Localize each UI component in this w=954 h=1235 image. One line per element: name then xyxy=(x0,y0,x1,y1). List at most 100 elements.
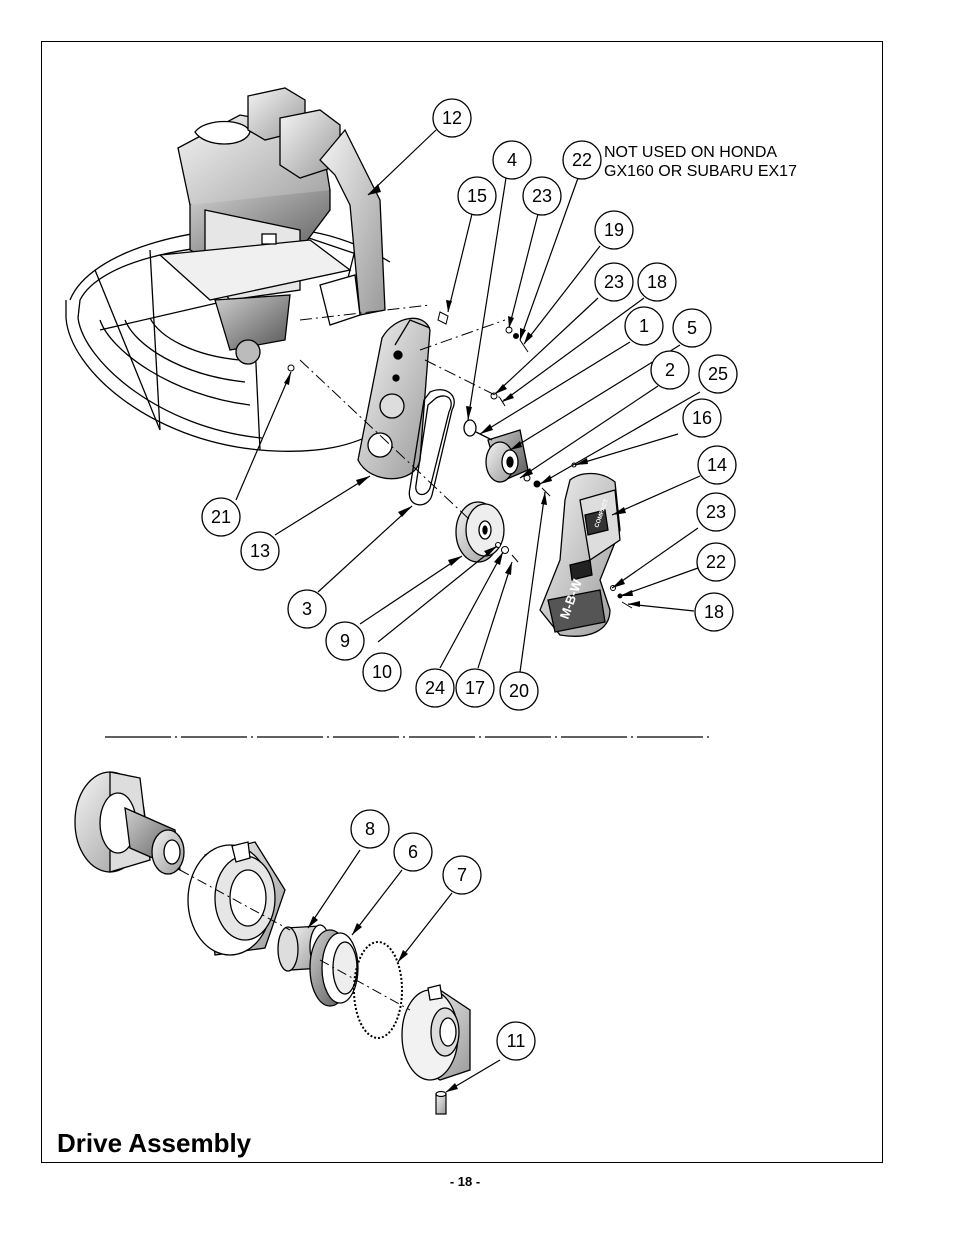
callout-label: 19 xyxy=(604,220,624,240)
callout-23: 23 xyxy=(522,176,562,216)
callout-circle xyxy=(697,445,737,485)
callout-circle xyxy=(442,855,482,895)
callout-circle xyxy=(594,262,634,302)
callout-label: 23 xyxy=(604,272,624,292)
leader-arrows xyxy=(284,184,640,1092)
callout-18: 18 xyxy=(694,592,734,632)
driven-pulley xyxy=(455,501,505,563)
callout-label: 11 xyxy=(507,1031,526,1051)
callout-circle xyxy=(624,306,664,346)
center-lines-lower xyxy=(179,869,411,1011)
callout-circle xyxy=(201,497,241,537)
callout-circle xyxy=(637,262,677,302)
callout-15: 15 xyxy=(457,176,497,216)
callout-label: 7 xyxy=(457,865,467,885)
callout-3: 3 xyxy=(287,589,327,629)
v-belt xyxy=(408,389,455,506)
leader-lines xyxy=(235,129,701,1093)
page-title: Drive Assembly xyxy=(57,1128,252,1158)
callout-circle xyxy=(350,809,390,849)
callout-circle xyxy=(455,668,495,708)
callout-circle xyxy=(325,621,365,661)
callout-label: 14 xyxy=(707,455,727,475)
callout-25: 25 xyxy=(698,354,738,394)
callout-circle xyxy=(457,176,497,216)
callout-5: 5 xyxy=(672,308,712,348)
callout-label: 9 xyxy=(340,631,350,651)
callout-circle xyxy=(496,1021,536,1061)
callout-label: 4 xyxy=(507,150,517,170)
callout-1: 1 xyxy=(624,306,664,346)
callout-circle xyxy=(240,531,280,571)
callout-18: 18 xyxy=(637,262,677,302)
clutch-carrier xyxy=(401,984,471,1081)
callout-label: 18 xyxy=(647,272,667,292)
callout-13: 13 xyxy=(240,531,280,571)
callout-circle xyxy=(492,140,532,180)
callout-label: 1 xyxy=(639,316,649,336)
callout-7: 7 xyxy=(442,855,482,895)
callout-12: 12 xyxy=(432,98,472,138)
callout-label: 13 xyxy=(250,541,270,561)
callout-label: 3 xyxy=(302,599,312,619)
callout-circle xyxy=(698,354,738,394)
callout-circle xyxy=(522,176,562,216)
callout-circle xyxy=(696,542,736,582)
callout-circle xyxy=(696,492,736,532)
callout-label: 18 xyxy=(704,602,724,622)
callout-label: 22 xyxy=(572,150,592,170)
callout-19: 19 xyxy=(594,210,634,250)
callout-label: 8 xyxy=(365,819,375,839)
callout-23: 23 xyxy=(696,492,736,532)
callout-label: 5 xyxy=(687,318,697,338)
callout-22: 22 xyxy=(696,542,736,582)
honda-note-line2: GX160 OR SUBARU EX17 xyxy=(604,163,797,180)
honda-note-line1: NOT USED ON HONDA xyxy=(604,144,777,161)
callout-23: 23 xyxy=(594,262,634,302)
clutch-drum-upper xyxy=(463,419,529,483)
callout-8: 8 xyxy=(350,809,390,849)
callout-9: 9 xyxy=(325,621,365,661)
callout-label: 23 xyxy=(532,186,552,206)
callout-label: 25 xyxy=(708,364,728,384)
callout-6: 6 xyxy=(393,832,433,872)
callout-label: 23 xyxy=(706,502,726,522)
callout-21: 21 xyxy=(201,497,241,537)
belt-guard-front xyxy=(539,472,621,637)
callout-label: 24 xyxy=(425,678,445,698)
callout-label: 10 xyxy=(372,662,392,682)
page-frame xyxy=(41,41,883,1163)
callout-2: 2 xyxy=(650,350,690,390)
drive-pin xyxy=(435,1090,447,1115)
callout-circle xyxy=(562,140,602,180)
belt-guard-rear xyxy=(357,317,431,480)
callout-20: 20 xyxy=(499,671,539,711)
callout-24: 24 xyxy=(415,668,455,708)
callout-4: 4 xyxy=(492,140,532,180)
callout-circle xyxy=(672,308,712,348)
callout-circle xyxy=(393,832,433,872)
callout-circle xyxy=(650,350,690,390)
retaining-spring-ring xyxy=(353,941,403,1039)
callout-17: 17 xyxy=(455,668,495,708)
callout-16: 16 xyxy=(682,398,722,438)
callout-11: 11 xyxy=(496,1021,536,1061)
callout-circle xyxy=(682,398,722,438)
clutch-shoe-ring xyxy=(309,929,359,1007)
callout-label: 21 xyxy=(211,507,231,527)
callout-14: 14 xyxy=(697,445,737,485)
callout-label: 17 xyxy=(465,678,485,698)
callout-label: 16 xyxy=(692,408,712,428)
callout-circle xyxy=(594,210,634,250)
page-number: - 18 - xyxy=(449,1174,481,1189)
callout-10: 10 xyxy=(362,652,402,692)
engine-assembly xyxy=(158,87,386,365)
callout-22: 22 xyxy=(562,140,602,180)
callout-circle xyxy=(415,668,455,708)
clutch-drum-lower xyxy=(187,841,286,956)
callout-label: 15 xyxy=(467,186,487,206)
callout-circle xyxy=(432,98,472,138)
callout-circle xyxy=(287,589,327,629)
